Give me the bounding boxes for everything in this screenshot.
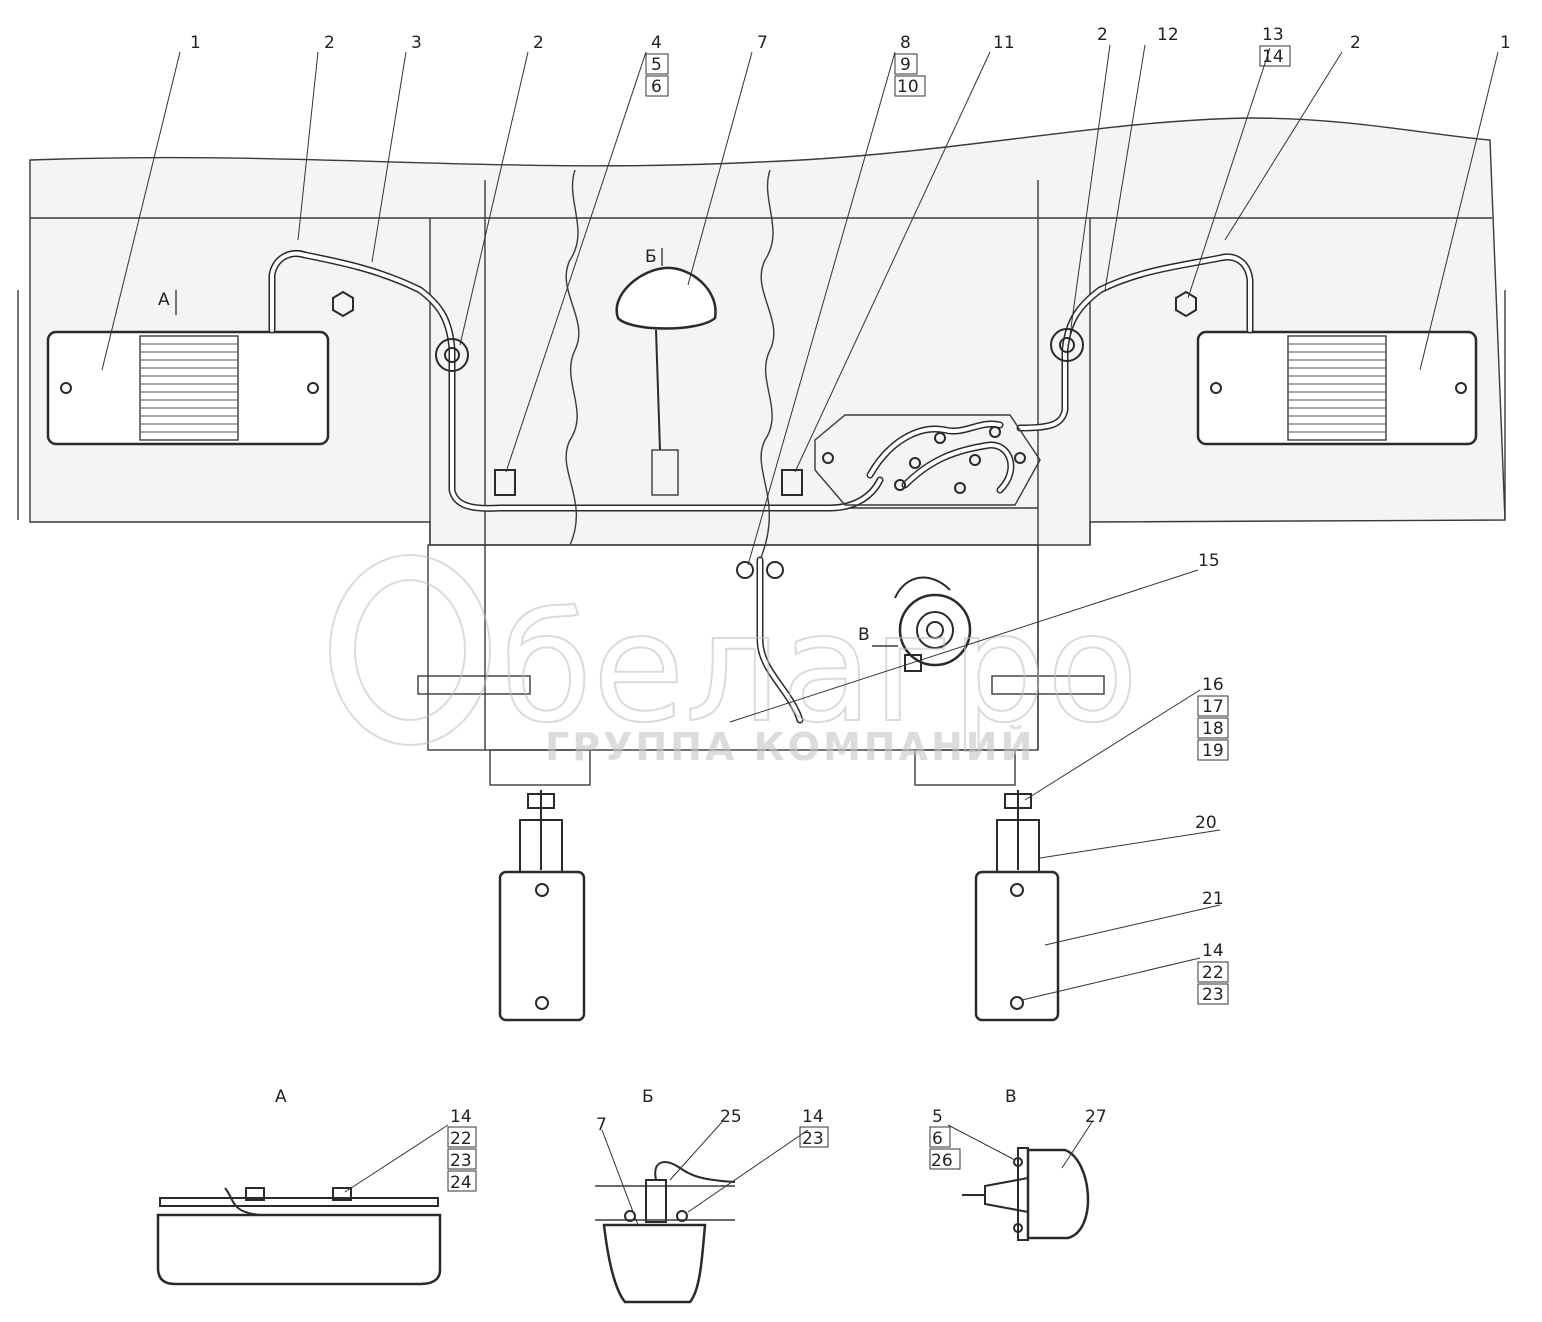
detail-a-label-14: 14 [450, 1107, 472, 1127]
callout-2-a: 2 [324, 33, 335, 53]
lower-frame [417, 544, 1105, 786]
callout-9: 9 [900, 55, 911, 75]
callout-2-c: 2 [1097, 25, 1108, 45]
detail-b-label-7: 7 [596, 1115, 607, 1135]
detail-a-title: А [275, 1087, 287, 1107]
callout-10: 10 [897, 77, 919, 97]
callout-7: 7 [757, 33, 768, 53]
right-mud-flap [974, 790, 1060, 1022]
callout-11: 11 [993, 33, 1015, 53]
right-tail-lamp [1196, 330, 1478, 446]
callout-2-b: 2 [533, 33, 544, 53]
callout-8: 8 [900, 33, 911, 53]
view-marker-b: Б [645, 247, 657, 267]
detail-a-label-23: 23 [450, 1151, 472, 1171]
detail-b-title: Б [642, 1087, 654, 1107]
callout-3: 3 [411, 33, 422, 53]
right-callouts: 15 16 17 18 19 20 21 14 22 23 [1195, 551, 1229, 1005]
callout-22-flap: 22 [1202, 963, 1224, 983]
callout-13: 13 [1262, 25, 1284, 45]
callout-2-d: 2 [1350, 33, 1361, 53]
left-mud-flap [498, 790, 586, 1022]
callout-6: 6 [651, 77, 662, 97]
callout-1-right: 1 [1500, 33, 1511, 53]
callout-19: 19 [1202, 741, 1224, 761]
left-tail-lamp [46, 330, 330, 446]
view-marker-a: А [158, 290, 170, 310]
detail-v-label-26: 26 [931, 1151, 953, 1171]
callout-23-flap: 23 [1202, 985, 1224, 1005]
detail-b-label-25: 25 [720, 1107, 742, 1127]
detail-b-label-14: 14 [802, 1107, 824, 1127]
callout-21: 21 [1202, 889, 1224, 909]
watermark-logo: белагро [500, 582, 1138, 756]
top-callouts: 1 2 3 2 4 5 6 7 8 9 10 11 2 12 13 14 2 1 [190, 25, 1511, 97]
detail-a: А 14 22 23 24 [156, 1087, 477, 1286]
license-plate-lamp [615, 266, 717, 496]
detail-a-label-24: 24 [450, 1173, 472, 1193]
detail-v-label-6: 6 [932, 1129, 943, 1149]
watermark-subtitle: ГРУППА КОМПАНИЙ [545, 725, 1035, 769]
detail-b: Б 7 25 14 23 [595, 1087, 829, 1304]
view-marker-v: В [858, 625, 870, 645]
detail-v-label-5: 5 [932, 1107, 943, 1127]
detail-v-label-27: 27 [1085, 1107, 1107, 1127]
leader-lines [101, 44, 1499, 1001]
break-lines [565, 169, 775, 561]
callout-18: 18 [1202, 719, 1224, 739]
watermark: белагро ГРУППА КОМПАНИЙ [329, 554, 1139, 769]
callout-16: 16 [1202, 675, 1224, 695]
detail-v-title: В [1005, 1087, 1017, 1107]
detail-b-label-23: 23 [802, 1129, 824, 1149]
callout-1-left: 1 [190, 33, 201, 53]
connector-block [814, 414, 1041, 506]
detail-v: В 5 6 26 27 [929, 1087, 1107, 1241]
callout-20: 20 [1195, 813, 1217, 833]
callout-15: 15 [1198, 551, 1220, 571]
sound-signal-unit [736, 556, 972, 724]
callout-14-flap: 14 [1202, 941, 1224, 961]
callout-12: 12 [1157, 25, 1179, 45]
body-panel [17, 117, 1506, 546]
callout-17: 17 [1202, 697, 1224, 717]
callout-14-top: 14 [1262, 47, 1284, 67]
callout-5: 5 [651, 55, 662, 75]
detail-a-label-22: 22 [450, 1129, 472, 1149]
callout-4: 4 [651, 33, 662, 53]
view-markers: А Б В [158, 247, 898, 647]
